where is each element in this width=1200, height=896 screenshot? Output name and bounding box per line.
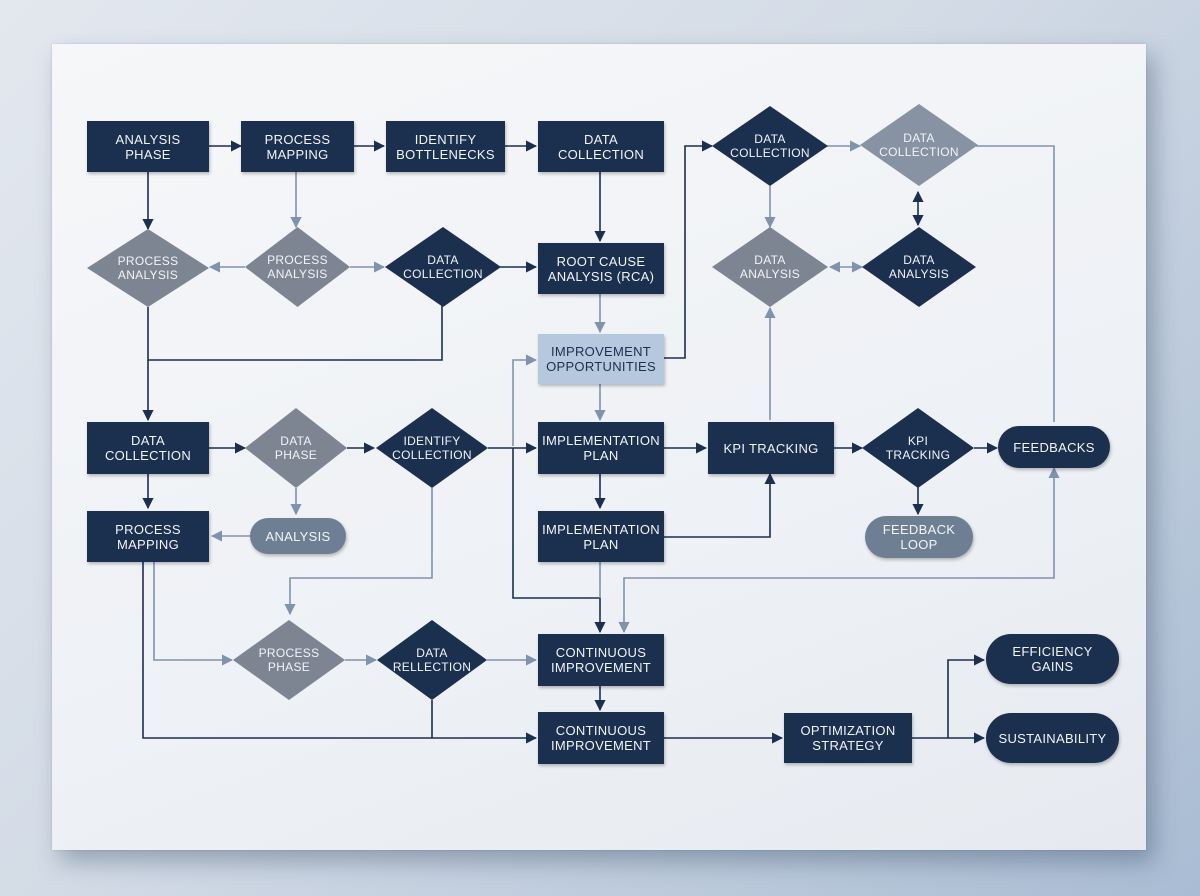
analysis-phase-box: ANALYSIS PHASE	[87, 121, 209, 172]
process-mapping-box: PROCESS MAPPING	[241, 121, 354, 172]
process-analysis-diamond-2: PROCESS ANALYSIS	[245, 227, 350, 307]
node-label: IDENTIFY COLLECTION	[392, 434, 472, 462]
data-phase-diamond: DATA PHASE	[245, 408, 347, 488]
data-collection-box-left: DATA COLLECTION	[87, 422, 209, 474]
implementation-plan-box: IMPLEMENTATION PLAN	[538, 422, 664, 474]
node-label: DATA COLLECTION	[730, 132, 810, 160]
feedbacks-pill: FEEDBACKS	[998, 426, 1110, 468]
node-label: PROCESS ANALYSIS	[267, 253, 328, 281]
improvement-opportunities-box: IMPROVEMENT OPPORTUNITIES	[538, 334, 664, 384]
process-mapping-box-left: PROCESS MAPPING	[87, 511, 209, 562]
feedback-loop-pill: FEEDBACK LOOP	[865, 516, 973, 558]
node-label: DATA RELLECTION	[392, 646, 472, 674]
node-label: DATA COLLECTION	[879, 131, 959, 159]
root-cause-analysis-box: ROOT CAUSE ANALYSIS (RCA)	[538, 243, 664, 294]
kpi-tracking-diamond: KPI TRACKING	[862, 408, 974, 488]
node-label: DATA ANALYSIS	[739, 253, 801, 281]
identify-collection-diamond: IDENTIFY COLLECTION	[376, 408, 488, 488]
analysis-pill: ANALYSIS	[250, 518, 346, 554]
continuous-improvement-box-2: CONTINUOUS IMPROVEMENT	[538, 712, 664, 764]
process-phase-diamond: PROCESS PHASE	[233, 620, 345, 700]
node-label: DATA PHASE	[274, 434, 318, 462]
data-analysis-diamond: DATA ANALYSIS	[712, 227, 828, 307]
data-collection-diamond: DATA COLLECTION	[712, 106, 828, 186]
implementation-plan-box-2: IMPLEMENTATION PLAN	[538, 511, 664, 562]
node-label: KPI TRACKING	[885, 434, 951, 462]
data-collection-box: DATA COLLECTION	[538, 121, 664, 172]
data-collection-diamond-light: DATA COLLECTION	[860, 104, 978, 186]
sustainability-pill: SUSTAINABILITY	[986, 713, 1119, 763]
process-analysis-diamond: PROCESS ANALYSIS	[87, 229, 209, 307]
data-collection-decision: DATA COLLECTION	[385, 227, 501, 307]
node-label: PROCESS PHASE	[258, 646, 320, 674]
kpi-tracking-box: KPI TRACKING	[708, 422, 834, 474]
efficiency-gains-pill: EFFICIENCY GAINS	[986, 634, 1119, 684]
identify-bottlenecks-box: IDENTIFY BOTTLENECKS	[386, 121, 505, 172]
node-label: PROCESS ANALYSIS	[117, 254, 179, 282]
node-label: DATA COLLECTION	[403, 253, 483, 281]
data-rellection-diamond: DATA RELLECTION	[377, 620, 487, 700]
node-label: DATA ANALYSIS	[888, 253, 950, 281]
continuous-improvement-box: CONTINUOUS IMPROVEMENT	[538, 634, 664, 686]
data-analysis-diamond-dark: DATA ANALYSIS	[862, 227, 976, 307]
optimization-strategy-box: OPTIMIZATION STRATEGY	[784, 713, 912, 763]
